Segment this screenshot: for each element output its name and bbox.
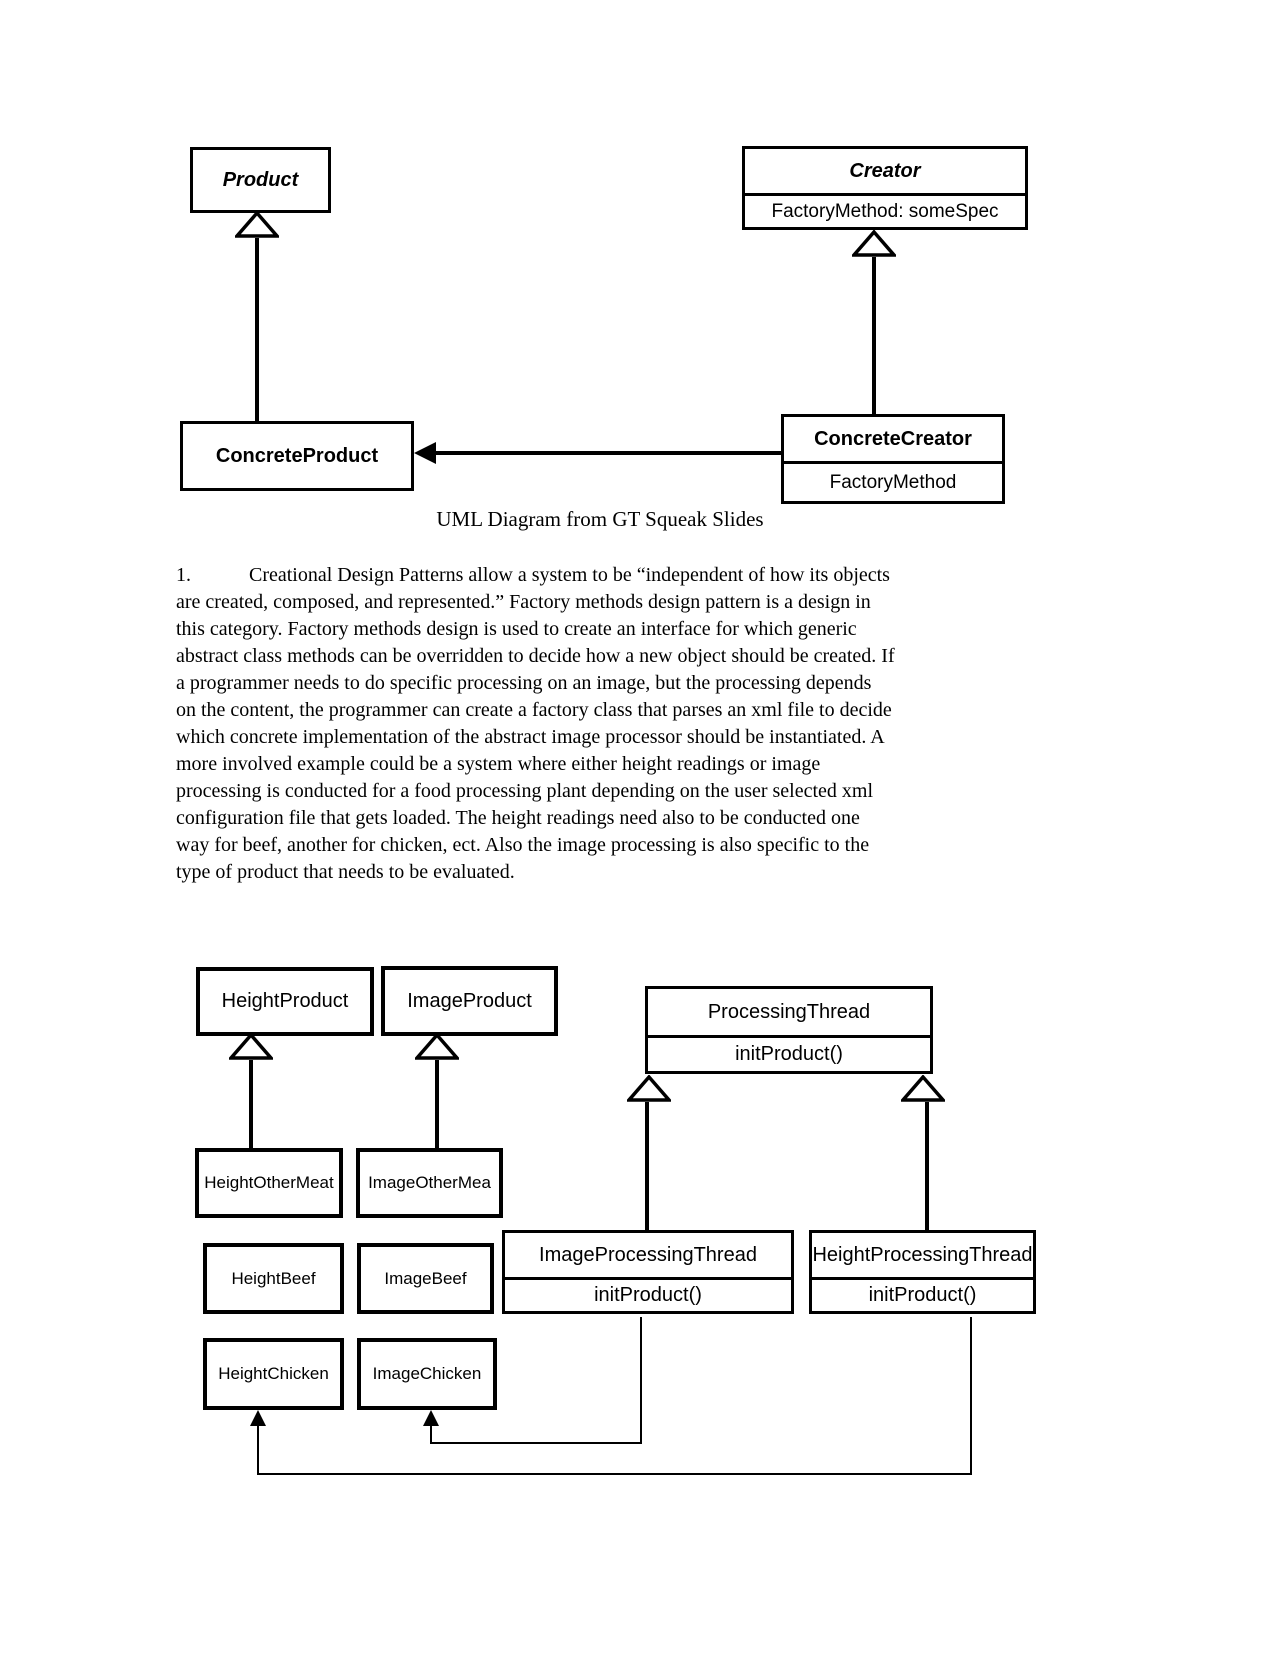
paragraph-line: a programmer needs to do specific proces… [176, 672, 872, 694]
class-title: ImageProduct [407, 989, 532, 1012]
class-title: ImageBeef [384, 1268, 467, 1288]
association-arrowhead-icon [423, 1410, 439, 1426]
association-line [430, 1442, 642, 1444]
paragraph-line: which concrete implementation of the abs… [176, 726, 885, 748]
class-box-image-product: ImageProduct [381, 966, 558, 1036]
class-title: ImageOtherMea [368, 1173, 491, 1192]
inheritance-triangle-icon [233, 210, 281, 238]
class-box-height-chicken: HeightChicken [203, 1338, 344, 1410]
inheritance-line [925, 1102, 929, 1230]
inheritance-triangle-icon [850, 229, 898, 257]
association-line [640, 1317, 642, 1444]
diagram-caption: UML Diagram from GT Squeak Slides [436, 507, 764, 531]
class-title-compartment: Creator [745, 149, 1025, 193]
inheritance-triangle-icon [227, 1032, 275, 1060]
association-line [257, 1473, 972, 1475]
class-title: Creator [849, 159, 921, 182]
class-title: ImageProcessingThread [539, 1243, 757, 1266]
class-box-height-other-meat: HeightOtherMeat [195, 1148, 343, 1218]
inheritance-line [645, 1102, 649, 1230]
class-box-concrete-product: ConcreteProduct [180, 421, 414, 491]
class-method-compartment: initProduct() [812, 1277, 1033, 1311]
inheritance-triangle-icon [899, 1074, 947, 1102]
class-box-creator: Creator FactoryMethod: someSpec [742, 146, 1028, 230]
class-method: initProduct() [594, 1284, 702, 1306]
inheritance-line [872, 257, 876, 414]
paragraph-line: more involved example could be a system … [176, 753, 821, 775]
class-title-compartment: ProcessingThread [648, 989, 930, 1035]
class-attribute-compartment: FactoryMethod [784, 461, 1002, 501]
inheritance-triangle-icon [413, 1032, 461, 1060]
class-method-compartment: initProduct() [505, 1277, 791, 1311]
association-line [432, 451, 781, 455]
paragraph-text: Creational Design Patterns allow a syste… [249, 564, 890, 586]
class-box-height-product: HeightProduct [196, 967, 374, 1036]
class-box-processing-thread: ProcessingThread initProduct() [645, 986, 933, 1074]
association-line [430, 1424, 432, 1444]
association-line [970, 1317, 972, 1475]
inheritance-line [255, 238, 259, 421]
paragraph-line: way for beef, another for chicken, ect. … [176, 834, 870, 856]
inheritance-line [249, 1060, 253, 1152]
class-attribute: FactoryMethod: someSpec [771, 200, 999, 222]
class-box-product: Product [190, 147, 331, 213]
paragraph-line: on the content, the programmer can creat… [176, 699, 892, 721]
class-title: ImageChicken [372, 1364, 482, 1383]
inheritance-line [435, 1060, 439, 1152]
association-arrowhead-icon [414, 442, 436, 464]
class-box-image-beef: ImageBeef [357, 1243, 494, 1314]
class-box-height-beef: HeightBeef [203, 1243, 344, 1314]
class-method: initProduct() [735, 1043, 843, 1065]
class-title: HeightProcessingThread [812, 1243, 1033, 1266]
paragraph-line: configuration file that gets loaded. The… [176, 807, 860, 829]
class-method: initProduct() [868, 1284, 977, 1306]
class-box-image-chicken: ImageChicken [357, 1338, 497, 1410]
class-attribute-compartment: FactoryMethod: someSpec [745, 193, 1025, 227]
class-method-compartment: initProduct() [648, 1035, 930, 1071]
paragraph-line: processing is conducted for a food proce… [176, 780, 874, 802]
class-title: HeightOtherMeat [204, 1173, 334, 1192]
paragraph-line: abstract class methods can be overridden… [176, 645, 895, 667]
class-title-compartment: ImageProcessingThread [505, 1233, 791, 1277]
class-title: Product [222, 168, 299, 191]
body-paragraph: 1. Creational Design Patterns allow a sys… [176, 562, 1056, 886]
association-line [257, 1424, 259, 1475]
inheritance-triangle-icon [625, 1074, 673, 1102]
association-arrowhead-icon [250, 1410, 266, 1426]
class-title: ConcreteCreator [814, 427, 972, 450]
class-box-image-processing-thread: ImageProcessingThread initProduct() [502, 1230, 794, 1314]
class-box-height-processing-thread: HeightProcessingThread initProduct() [809, 1230, 1036, 1314]
class-title: HeightChicken [218, 1364, 329, 1383]
paragraph-line: type of product that needs to be evaluat… [176, 861, 515, 883]
class-title: ConcreteProduct [215, 444, 379, 467]
class-box-image-other-mea: ImageOtherMea [356, 1148, 503, 1218]
class-title: ProcessingThread [707, 1000, 871, 1023]
class-title: HeightBeef [231, 1268, 316, 1288]
class-box-concrete-creator: ConcreteCreator FactoryMethod [781, 414, 1005, 504]
class-attribute: FactoryMethod [829, 471, 957, 493]
class-title-compartment: ConcreteCreator [784, 417, 1002, 461]
paragraph-line: 1. Creational Design Patterns allow a sys… [176, 562, 1056, 589]
list-number: 1. [176, 564, 191, 586]
paragraph-line: this category. Factory methods design is… [176, 618, 857, 640]
paragraph-line: are created, composed, and represented.”… [176, 591, 871, 613]
class-title-compartment: HeightProcessingThread [812, 1233, 1033, 1277]
class-title: HeightProduct [221, 990, 349, 1012]
